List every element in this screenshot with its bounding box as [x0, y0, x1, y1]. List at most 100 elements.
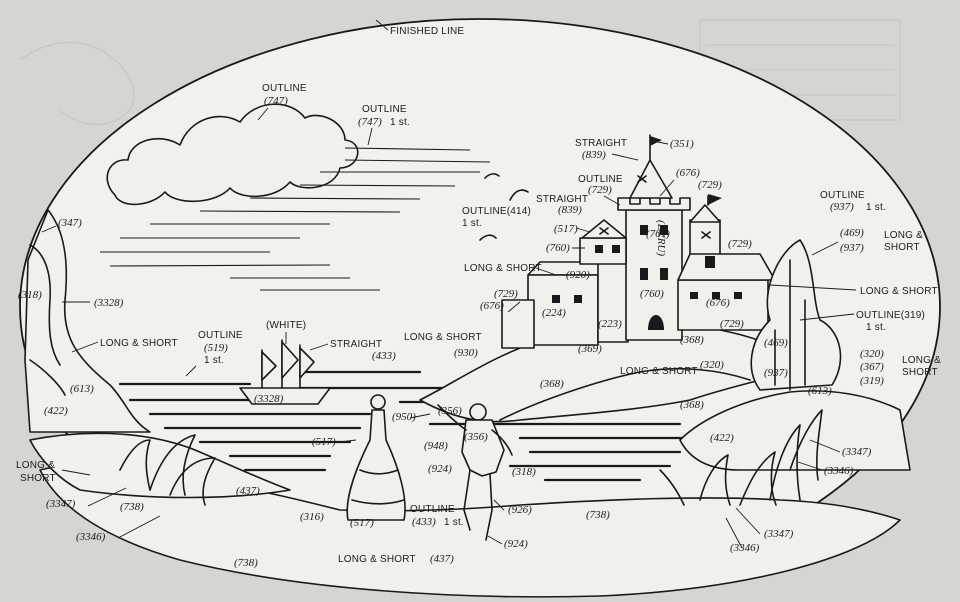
label-930: (930): [454, 347, 478, 359]
label-bank-short: SHORT: [20, 473, 56, 484]
label-outline-319-1st: 1 st.: [866, 322, 886, 333]
label-368c: (368): [680, 399, 704, 411]
label-3347-left: (3347): [46, 498, 76, 510]
label-613-left: (613): [70, 383, 94, 395]
label-676-left: (676): [480, 300, 504, 312]
label-519: (519): [204, 342, 228, 354]
trees-right: [750, 239, 842, 391]
label-356b: (356): [464, 431, 488, 443]
label-320-hill: (320): [700, 359, 724, 371]
label-cane-433: (433): [412, 516, 436, 528]
label-318-man: (318): [512, 466, 536, 478]
label-bush-short: SHORT: [902, 367, 938, 378]
label-hill-long-short: LONG & SHORT: [620, 366, 698, 377]
label-356a: (356): [438, 405, 462, 417]
label-tree-outline: OUTLINE: [820, 190, 865, 201]
castle: [501, 134, 776, 349]
label-3347-right: (3347): [842, 446, 872, 458]
label-tower-outline: OUTLINE: [578, 174, 623, 185]
label-437-left: (437): [236, 485, 260, 497]
label-roof-long-short: LONG & SHORT: [464, 263, 542, 274]
label-finished-line: FINISHED LINE: [390, 26, 464, 37]
label-422-left: (422): [44, 405, 68, 417]
label-433: (433): [372, 350, 396, 362]
label-937c: (937): [764, 367, 788, 379]
label-birds-1st: 1 st.: [462, 218, 482, 229]
label-316: (316): [300, 511, 324, 523]
label-950: (950): [392, 411, 416, 423]
label-347: (347): [58, 217, 82, 229]
label-760a: (760): [546, 242, 570, 254]
label-437-bottom: (437): [430, 553, 454, 565]
label-sky-outline: OUTLINE: [362, 104, 407, 115]
label-outline-319: OUTLINE(319): [856, 310, 925, 321]
label-760b: (760): [640, 288, 664, 300]
label-ecru: (ECRU): [655, 220, 667, 256]
label-tree-short: SHORT: [884, 242, 920, 253]
label-369: (369): [578, 343, 602, 355]
label-flag-351: (351): [670, 138, 694, 150]
left-cliff-inner: [29, 244, 61, 366]
label-3347-bottom: (3347): [764, 528, 794, 540]
birds: [479, 173, 529, 241]
label-cliff-long-short: LONG & SHORT: [100, 338, 178, 349]
label-924a: (924): [428, 463, 452, 475]
label-roof-676: (676): [676, 167, 700, 179]
label-729-right: (729): [728, 238, 752, 250]
label-ground-long-short: LONG & SHORT: [338, 554, 416, 565]
label-613-right: (613): [808, 385, 832, 397]
label-224: (224): [542, 307, 566, 319]
label-937b: (937): [840, 242, 864, 254]
label-924b: (924): [504, 538, 528, 550]
label-920: (920): [566, 269, 590, 281]
label-castle-839: (839): [558, 204, 582, 216]
left-cliff: [24, 209, 151, 433]
label-469: (469): [840, 227, 864, 239]
label-517-lady: (517): [312, 436, 336, 448]
label-3328-left: (3328): [94, 297, 124, 309]
label-castle-right-long-short: LONG & SHORT: [860, 286, 938, 297]
label-729-left: (729): [494, 288, 518, 300]
label-sky-747: (747): [358, 116, 382, 128]
label-cloud-outline: OUTLINE: [262, 83, 307, 94]
man-figure: [437, 403, 513, 541]
label-319: (319): [860, 375, 884, 387]
sailing-ship: [239, 339, 331, 405]
label-white: (WHITE): [266, 320, 306, 331]
cloud-outline: [106, 103, 359, 206]
label-318-left: (318): [18, 289, 42, 301]
label-517-dress: (517): [350, 517, 374, 529]
leader-finished-line: [375, 19, 389, 31]
label-cane-1st: 1 st.: [444, 517, 464, 528]
label-ship-3328: (3328): [254, 393, 284, 405]
label-tree-long: LONG &: [884, 230, 923, 241]
label-flag-839: (839): [582, 149, 606, 161]
label-3346-bottom: (3346): [730, 542, 760, 554]
label-320b: (320): [860, 348, 884, 360]
label-926: (926): [508, 504, 532, 516]
label-738-bottom: (738): [234, 557, 258, 569]
label-3346-right: (3346): [824, 465, 854, 477]
label-flag-straight: STRAIGHT: [575, 138, 627, 149]
label-sea-outline: OUTLINE: [198, 330, 243, 341]
label-cane-outline: OUTLINE: [410, 504, 455, 515]
label-469b: (469): [764, 337, 788, 349]
label-sea-1st: 1 st.: [204, 355, 224, 366]
label-368a: (368): [680, 334, 704, 346]
label-castle-straight: STRAIGHT: [536, 194, 588, 205]
label-sail-straight: STRAIGHT: [330, 339, 382, 350]
sky-lines: [100, 147, 491, 291]
label-3346-left: (3346): [76, 531, 106, 543]
label-tree-1st: 1 st.: [866, 202, 886, 213]
label-729-bottom: (729): [720, 318, 744, 330]
label-223: (223): [598, 318, 622, 330]
label-bush-long: LONG &: [902, 355, 941, 366]
label-738-mid: (738): [586, 509, 610, 521]
label-738-left: (738): [120, 501, 144, 513]
label-368b: (368): [540, 378, 564, 390]
label-422-right: (422): [710, 432, 734, 444]
lady-figure: [346, 394, 406, 521]
label-sky-1st: 1 st.: [390, 117, 410, 128]
